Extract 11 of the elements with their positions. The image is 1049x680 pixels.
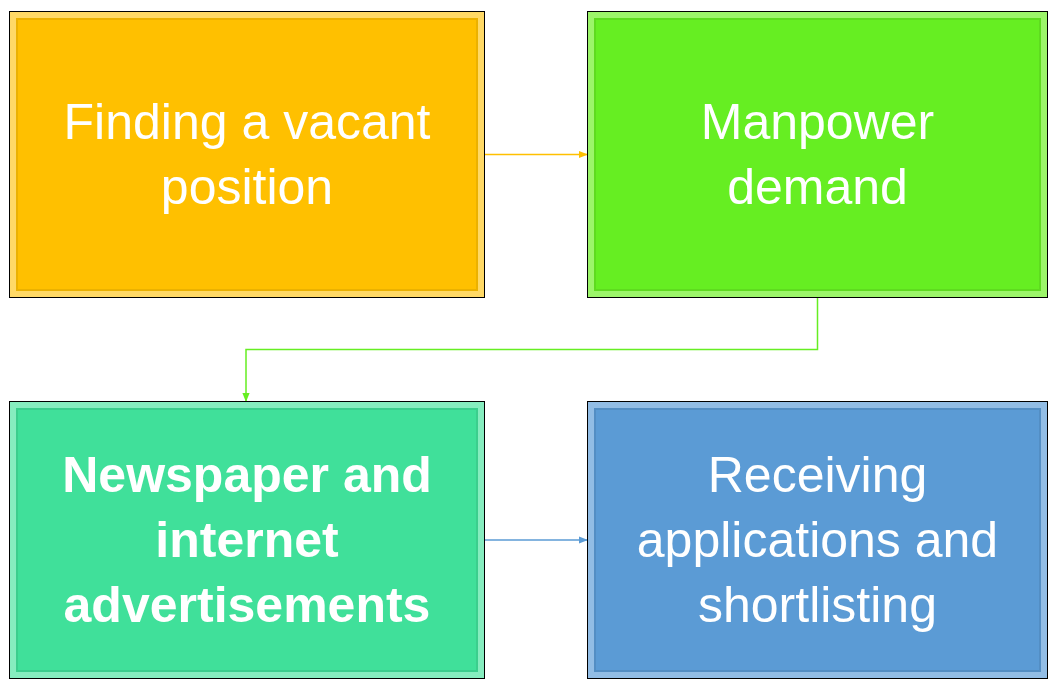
step-text: Manpower demand bbox=[699, 92, 936, 217]
arrow bbox=[483, 150, 589, 159]
process-box bbox=[588, 12, 1047, 297]
process-box bbox=[10, 12, 484, 297]
step-text: Receiving applications and shortlisting bbox=[635, 445, 1000, 635]
arrow bbox=[483, 536, 589, 544]
process-box bbox=[588, 402, 1047, 678]
step-text: Newspaper and internet advertisements bbox=[61, 445, 433, 635]
step-text: Finding a vacant position bbox=[62, 92, 432, 217]
arrow bbox=[242, 296, 819, 403]
process-box bbox=[10, 402, 484, 678]
